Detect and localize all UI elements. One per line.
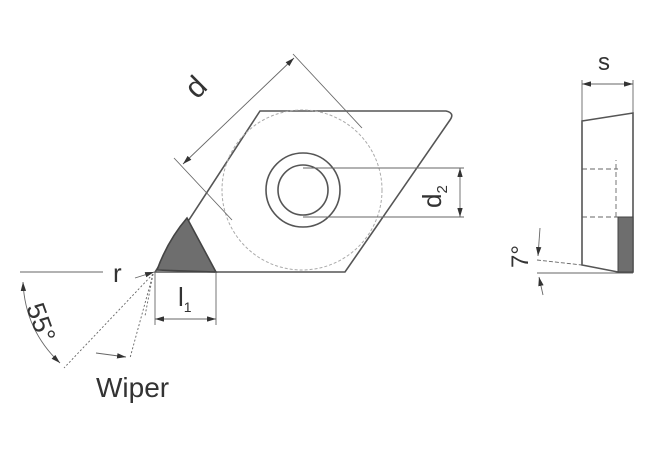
insert-outline: [153, 110, 453, 273]
7-arrow-top: [535, 227, 542, 257]
cutting-tip: [155, 216, 218, 273]
angle-55-label: 55°: [20, 299, 62, 346]
wiper-ray-2: [144, 273, 154, 317]
7-ref-1: [536, 259, 583, 266]
hole-inner: [277, 164, 329, 216]
wiper-arrow: [95, 352, 127, 359]
d2-label: d2: [417, 185, 451, 208]
55-arc: [20, 281, 61, 364]
r-label: r: [113, 258, 122, 288]
side-view-tip: [617, 216, 634, 273]
s-label: s: [598, 49, 610, 76]
wiper-label: Wiper: [96, 372, 169, 403]
wiper-ray-1: [129, 273, 154, 359]
angle-7-label: 7°: [507, 245, 534, 268]
l1-label: l1: [178, 282, 192, 315]
d-extension-2: [292, 53, 363, 129]
d-dimension-line: [182, 57, 295, 165]
55-ray: [63, 273, 154, 369]
r-leader: [134, 271, 155, 279]
7-arrow-bottom: [538, 276, 544, 296]
d-label: d: [179, 70, 214, 105]
hole-outer: [265, 152, 341, 228]
d-extension-1: [173, 157, 233, 221]
inscribed-circle: [221, 109, 383, 271]
